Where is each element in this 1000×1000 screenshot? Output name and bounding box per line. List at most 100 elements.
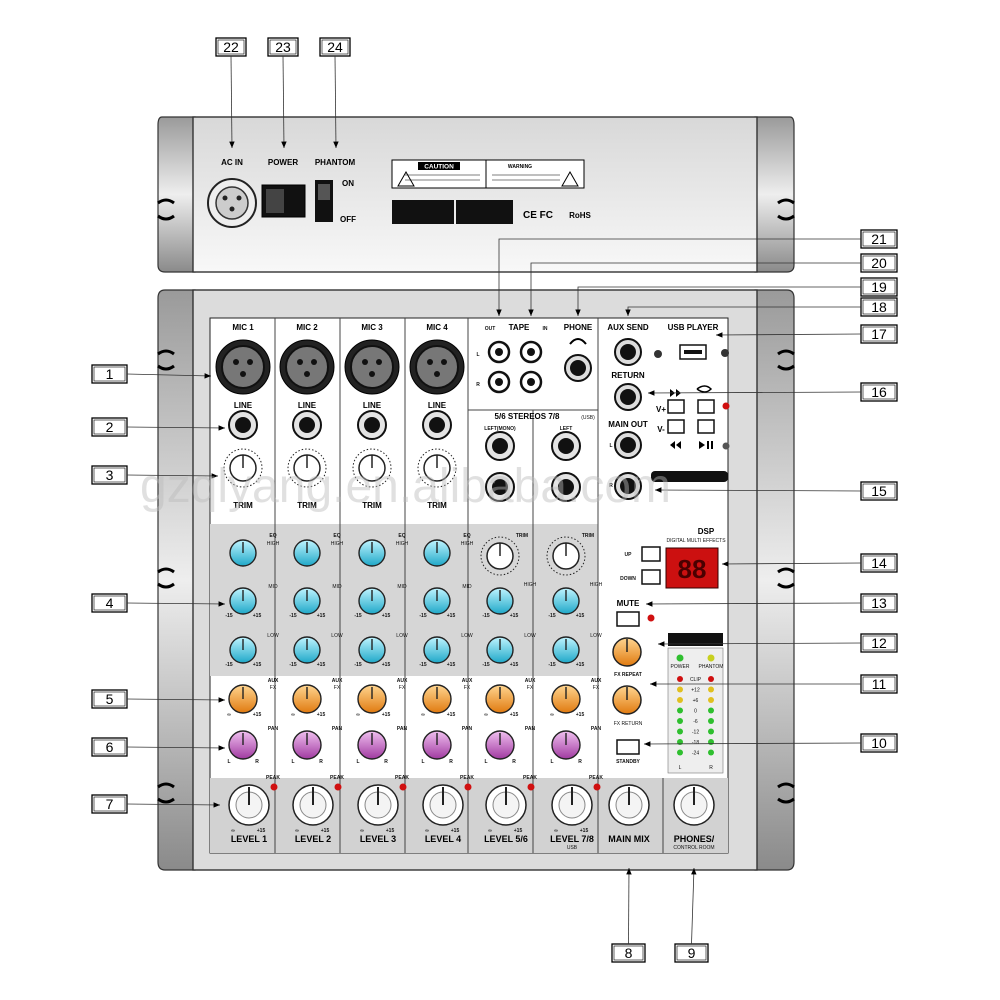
power-label: POWER — [268, 158, 298, 167]
trim-knob[interactable] — [546, 536, 586, 576]
eq-min-label: -15 — [548, 662, 555, 668]
aux-fx-knob[interactable] — [292, 684, 322, 714]
level-min-label: ∞ — [295, 828, 299, 834]
stereo-left-jack[interactable] — [551, 431, 581, 461]
level-min-label: ∞ — [231, 828, 235, 834]
pan-l-label: L — [227, 759, 230, 765]
eq-low-knob[interactable] — [229, 636, 257, 664]
trim-knob[interactable] — [352, 448, 392, 488]
main-mix-label: MAIN MIX — [608, 834, 650, 844]
power-switch[interactable] — [261, 184, 306, 218]
meter-led-left — [677, 718, 683, 724]
eq-mid-knob[interactable] — [358, 587, 386, 615]
arrowhead — [528, 309, 534, 316]
main-out-r-jack[interactable] — [614, 472, 642, 500]
level-knob[interactable] — [422, 784, 464, 826]
vol-down-button[interactable] — [667, 419, 685, 434]
arrowhead — [218, 425, 225, 431]
aux-fx-knob[interactable] — [357, 684, 387, 714]
mic-xlr-input[interactable] — [215, 339, 271, 395]
aux-fx-knob[interactable] — [485, 684, 515, 714]
line-input-jack[interactable] — [292, 410, 322, 440]
tape-out-r-jack[interactable] — [487, 370, 511, 394]
eq-low-knob[interactable] — [358, 636, 386, 664]
fx-repeat-knob[interactable] — [612, 637, 642, 667]
stereo-right-jack[interactable] — [551, 472, 581, 502]
pan-knob[interactable] — [228, 730, 258, 760]
eq-high-knob[interactable] — [293, 539, 321, 567]
eq-high-knob[interactable] — [423, 539, 451, 567]
line-input-jack[interactable] — [228, 410, 258, 440]
pan-r-label: R — [255, 759, 259, 765]
pan-knob[interactable] — [292, 730, 322, 760]
eq-low-knob[interactable] — [552, 636, 580, 664]
eq-high-knob[interactable] — [229, 539, 257, 567]
eq-low-knob[interactable] — [293, 636, 321, 664]
level-knob[interactable] — [357, 784, 399, 826]
aux-fx-knob[interactable] — [228, 684, 258, 714]
eq-mid-knob[interactable] — [229, 587, 257, 615]
repeat-button[interactable] — [697, 399, 715, 414]
line-input-jack[interactable] — [357, 410, 387, 440]
return-jack[interactable] — [614, 383, 642, 411]
mic-xlr-input[interactable] — [409, 339, 465, 395]
eq-max-label: +15 — [447, 613, 456, 619]
level-min-label: ∞ — [425, 828, 429, 834]
level-knob[interactable] — [292, 784, 334, 826]
pan-knob[interactable] — [485, 730, 515, 760]
phones-level-knob[interactable] — [673, 784, 715, 826]
level-knob[interactable] — [485, 784, 527, 826]
eq-mid-knob[interactable] — [423, 587, 451, 615]
eq-high-knob[interactable] — [486, 587, 514, 615]
level-knob[interactable] — [551, 784, 593, 826]
aux-send-jack[interactable] — [614, 338, 642, 366]
line-input-jack[interactable] — [422, 410, 452, 440]
standby-button[interactable] — [616, 739, 640, 755]
standby-label: STANDBY — [616, 759, 640, 765]
eq-high-knob[interactable] — [552, 587, 580, 615]
eq-low-knob[interactable] — [486, 636, 514, 664]
mic-xlr-input[interactable] — [279, 339, 335, 395]
arrowhead — [281, 141, 287, 148]
pan-knob[interactable] — [422, 730, 452, 760]
stereo-left-jack[interactable] — [485, 431, 515, 461]
trim-knob[interactable] — [480, 536, 520, 576]
eq-max-label: +15 — [576, 662, 585, 668]
aux-fx-knob[interactable] — [551, 684, 581, 714]
power-led — [676, 654, 684, 662]
eq-label: EQ — [463, 533, 470, 539]
phantom-switch[interactable] — [315, 180, 333, 222]
meter-led-right — [708, 686, 714, 693]
fx-return-knob[interactable] — [612, 685, 642, 715]
trim-knob[interactable] — [287, 448, 327, 488]
main-mix-knob[interactable] — [608, 784, 650, 826]
level-max-label: +15 — [451, 828, 460, 834]
eq-high-knob[interactable] — [358, 539, 386, 567]
callout-number: 16 — [871, 384, 887, 400]
tape-in-r-jack[interactable] — [519, 370, 543, 394]
aux-min-label: ∞ — [356, 712, 360, 718]
callout-21: 21 — [496, 229, 898, 316]
stereo-right-jack[interactable] — [485, 472, 515, 502]
aux-fx-knob[interactable] — [422, 684, 452, 714]
mic-xlr-input[interactable] — [344, 339, 400, 395]
aux-label: AUX — [525, 678, 536, 684]
eq-mid-knob[interactable] — [293, 587, 321, 615]
main-out-l-jack[interactable] — [614, 431, 642, 459]
dsp-up-button[interactable] — [641, 546, 661, 562]
pan-knob[interactable] — [551, 730, 581, 760]
dsp-down-button[interactable] — [641, 569, 661, 585]
trim-knob[interactable] — [417, 448, 457, 488]
trim-knob[interactable] — [223, 448, 263, 488]
eq-low-knob[interactable] — [423, 636, 451, 664]
play-pause-button[interactable] — [697, 419, 715, 434]
meter-led-left — [677, 707, 683, 714]
mute-button[interactable] — [616, 611, 640, 627]
tape-out-l-jack[interactable] — [487, 340, 511, 364]
pan-knob[interactable] — [357, 730, 387, 760]
vol-up-button[interactable] — [667, 399, 685, 414]
tape-label: TAPE — [509, 323, 530, 332]
level-knob[interactable] — [228, 784, 270, 826]
phones-jack[interactable] — [564, 354, 592, 382]
tape-in-l-jack[interactable] — [519, 340, 543, 364]
